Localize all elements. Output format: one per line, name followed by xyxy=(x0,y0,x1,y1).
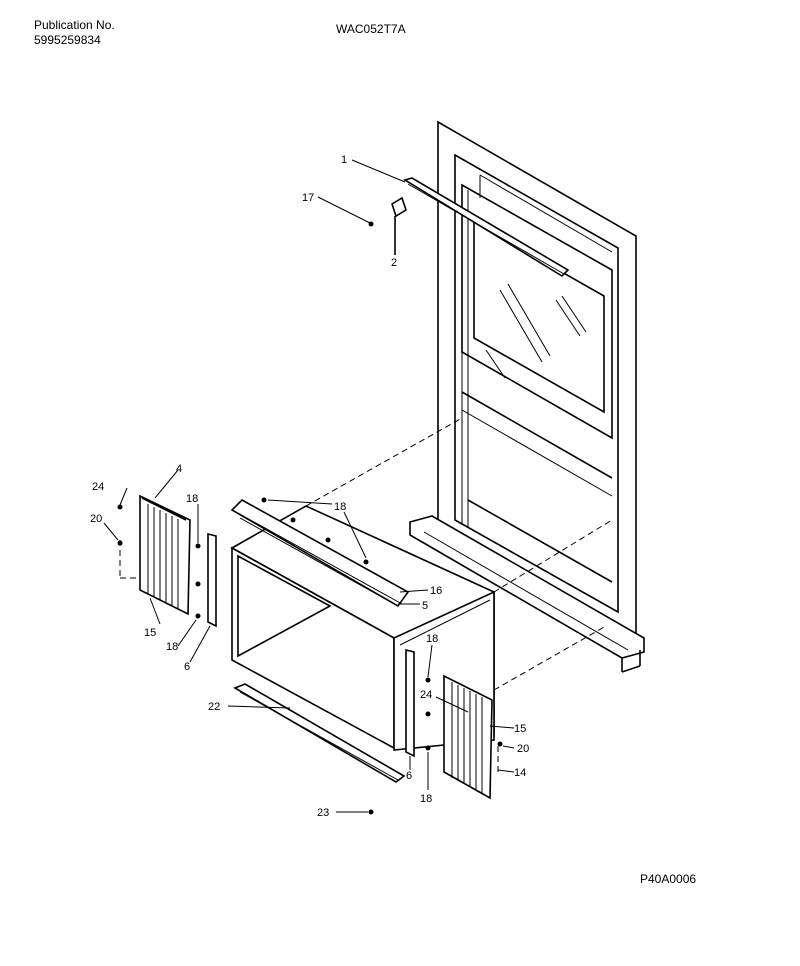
callout-24a: 24 xyxy=(92,481,104,493)
bottom-rail xyxy=(233,683,406,783)
callout-14: 14 xyxy=(514,767,526,779)
callout-6b: 6 xyxy=(406,770,412,782)
callout-22: 22 xyxy=(208,701,220,713)
model-number: WAC052T7A xyxy=(336,22,406,36)
callout-24b: 24 xyxy=(420,689,432,701)
left-curtain-panel xyxy=(139,494,191,616)
callout-18d: 18 xyxy=(426,633,438,645)
callout-labels: 1 17 2 4 24 20 18 15 18 6 18 16 5 18 24 … xyxy=(90,154,529,819)
screws xyxy=(117,497,503,815)
callout-5: 5 xyxy=(422,600,428,612)
callout-15a: 15 xyxy=(144,627,156,639)
callout-15b: 15 xyxy=(514,723,526,735)
left-side-bracket xyxy=(207,532,217,628)
callout-6a: 6 xyxy=(184,661,190,673)
callout-20a: 20 xyxy=(90,513,102,525)
window-frame xyxy=(409,120,645,673)
mounting-bracket xyxy=(391,196,407,255)
callout-18b: 18 xyxy=(166,641,178,653)
callout-16: 16 xyxy=(430,585,442,597)
drawing-code: P40A0006 xyxy=(640,872,697,886)
top-mounting-rail xyxy=(403,177,570,278)
publication-number: 5995259834 xyxy=(34,33,101,47)
callout-18a: 18 xyxy=(186,493,198,505)
alignment-lines xyxy=(119,417,613,775)
callout-17: 17 xyxy=(302,192,314,204)
right-side-bracket xyxy=(405,648,415,758)
publication-label: Publication No. xyxy=(34,18,115,32)
callout-23: 23 xyxy=(317,807,329,819)
callout-4: 4 xyxy=(176,463,182,475)
callout-1: 1 xyxy=(341,154,347,166)
callout-18e: 18 xyxy=(420,793,432,805)
callout-20b: 20 xyxy=(517,743,529,755)
leader-lines xyxy=(103,159,515,813)
top-side-rail xyxy=(230,499,410,608)
callout-18c: 18 xyxy=(334,501,346,513)
callout-2: 2 xyxy=(391,257,397,269)
